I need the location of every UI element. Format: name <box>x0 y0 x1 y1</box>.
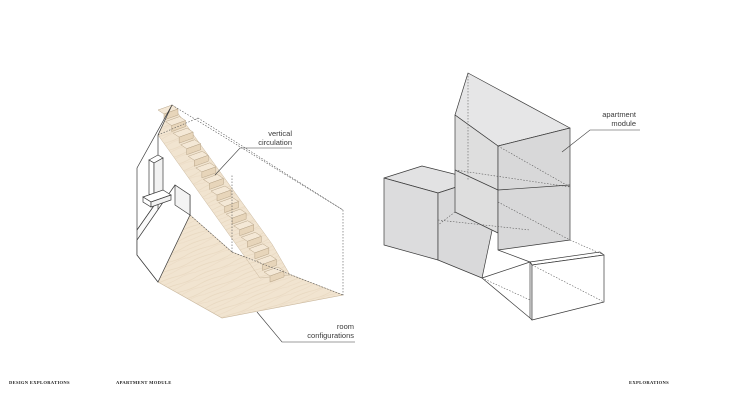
room-configurations-label: room configurations <box>296 322 354 340</box>
volume-outline-dashed <box>157 104 344 296</box>
stair-riser <box>178 131 194 144</box>
vertical-circulation-leader <box>214 147 292 176</box>
footer-right-text: EXPLORATIONS <box>629 380 670 385</box>
stair-riser <box>231 212 247 225</box>
stair-riser <box>224 201 239 213</box>
module-hidden-lines <box>437 73 571 301</box>
column-element <box>142 154 172 208</box>
stair-riser <box>201 166 217 179</box>
apartment-module-line1: apartment <box>602 110 636 119</box>
stair-riser <box>216 189 232 202</box>
stair-riser <box>262 259 277 271</box>
stair-riser <box>254 247 270 260</box>
vertical-circulation-line1: vertical <box>268 129 292 138</box>
apartment-module-label: apartment module <box>590 110 636 128</box>
lower-block-hidden <box>531 239 605 303</box>
lower-block-right <box>481 249 605 321</box>
footer-middle-text: APARTMENT MODULE <box>116 380 172 385</box>
apartment-module-line2: module <box>611 119 636 128</box>
apartment-module-leader <box>561 129 640 153</box>
stair-riser <box>186 143 201 156</box>
stair-riser <box>239 224 254 237</box>
stair-section-diagram <box>136 104 355 343</box>
stair-riser <box>163 108 179 121</box>
vertical-circulation-line2: circulation <box>258 138 292 147</box>
room-configurations-line2: configurations <box>307 331 354 340</box>
apartment-module-diagram <box>383 72 640 321</box>
stair-riser <box>269 270 285 283</box>
module-solid-lines <box>454 169 571 191</box>
vertical-circulation-label: vertical circulation <box>250 129 292 147</box>
room-configurations-leader <box>256 311 355 343</box>
room-configurations-line1: room <box>336 322 354 331</box>
stair-riser <box>194 154 209 167</box>
footer-left-text: DESIGN EXPLORATIONS <box>9 380 70 385</box>
stair-steps <box>157 104 285 283</box>
stair-riser <box>209 178 224 190</box>
stair-riser <box>247 235 262 248</box>
